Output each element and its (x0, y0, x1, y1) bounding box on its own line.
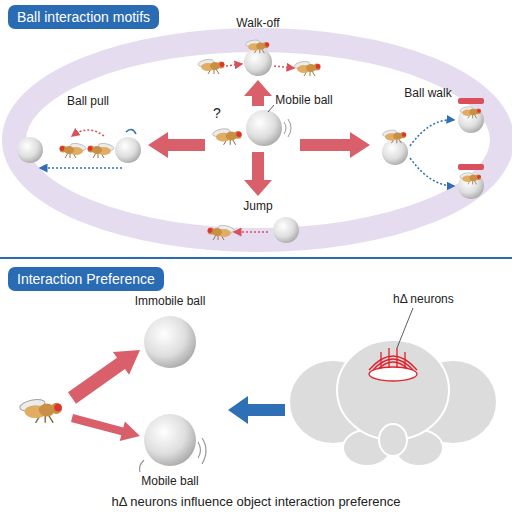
motif-arrows (148, 80, 370, 196)
preference-illustration (228, 396, 285, 424)
motif-arrows (244, 152, 272, 196)
center-fly-ball (268, 105, 274, 112)
brain-outline (369, 367, 417, 381)
ball-pull-illustration (40, 167, 122, 169)
brain-region: hΔ neurons (285, 290, 500, 480)
jump-illustration (273, 217, 299, 243)
node-label: hΔ neurons (393, 292, 454, 306)
motif-label: Ball pull (67, 94, 109, 108)
center-fly-ball (212, 127, 242, 144)
walk-off-illustration (274, 66, 294, 68)
node-label: Immobile ball (135, 294, 206, 308)
ball-pull-illustration (88, 142, 115, 158)
jump-illustration (208, 224, 235, 240)
header-text: Interaction Preference (17, 271, 155, 287)
ball-node: Immobile ball (120, 294, 220, 372)
motif-arrows (148, 132, 205, 158)
ball-walk-illustration (382, 129, 406, 143)
ball-circle (140, 438, 207, 472)
node-label: Mobile ball (141, 474, 198, 488)
section-header: Interaction Preference (8, 267, 164, 291)
motif-label: Mobile ball (275, 93, 332, 107)
ball-walk-illustration (382, 98, 484, 199)
brain-outline (289, 340, 497, 466)
ball-node: Mobile ball (120, 414, 220, 494)
section-header: Ball interaction motifs (8, 5, 159, 29)
ball-circle (144, 316, 196, 368)
motif-ring (14, 40, 502, 240)
ball-pull-illustration (17, 129, 141, 168)
walk-off-illustration (245, 39, 269, 53)
center-fly-ball (212, 105, 291, 146)
jump-illustration (208, 217, 300, 243)
motif-label: Walk-off (236, 16, 279, 30)
ball-pull-illustration (126, 129, 136, 134)
ball-walk-illustration (459, 172, 481, 185)
ball-walk-illustration (410, 158, 454, 186)
ball-pull-illustration (115, 137, 141, 163)
motif-label: Jump (243, 199, 272, 213)
ball-pull-illustration (72, 130, 104, 136)
caption: hΔ neurons influence object interaction … (0, 494, 512, 509)
ball-pull-illustration (17, 137, 43, 163)
walk-off-illustration (294, 60, 321, 76)
brain-outline (285, 290, 500, 480)
ball-walk-illustration (459, 106, 481, 119)
preference-illustration (71, 414, 140, 441)
motif-label: Ball walk (404, 86, 451, 100)
brain-outline (379, 424, 407, 456)
brain-outline (397, 308, 413, 348)
ball-circle (144, 414, 196, 466)
ball-walk-illustration (382, 139, 408, 165)
question-mark: ? (213, 106, 221, 120)
jump-illustration (234, 231, 268, 233)
center-fly-ball (284, 119, 291, 137)
ball-walk-illustration (458, 98, 484, 104)
motif-arrows (300, 132, 370, 158)
walk-off-illustration (244, 48, 272, 76)
preference-illustration (19, 398, 62, 423)
preference-illustration (68, 350, 140, 404)
ball-walk-illustration (410, 120, 454, 146)
motif-arrows (244, 80, 272, 106)
ball-pull-illustration (60, 142, 87, 158)
header-text: Ball interaction motifs (17, 9, 150, 25)
walk-off-illustration (226, 64, 242, 66)
center-fly-ball (246, 110, 282, 146)
walk-off-illustration (198, 39, 321, 76)
ball-walk-illustration (458, 164, 484, 170)
walk-off-illustration (198, 58, 225, 74)
section-divider (0, 257, 512, 259)
